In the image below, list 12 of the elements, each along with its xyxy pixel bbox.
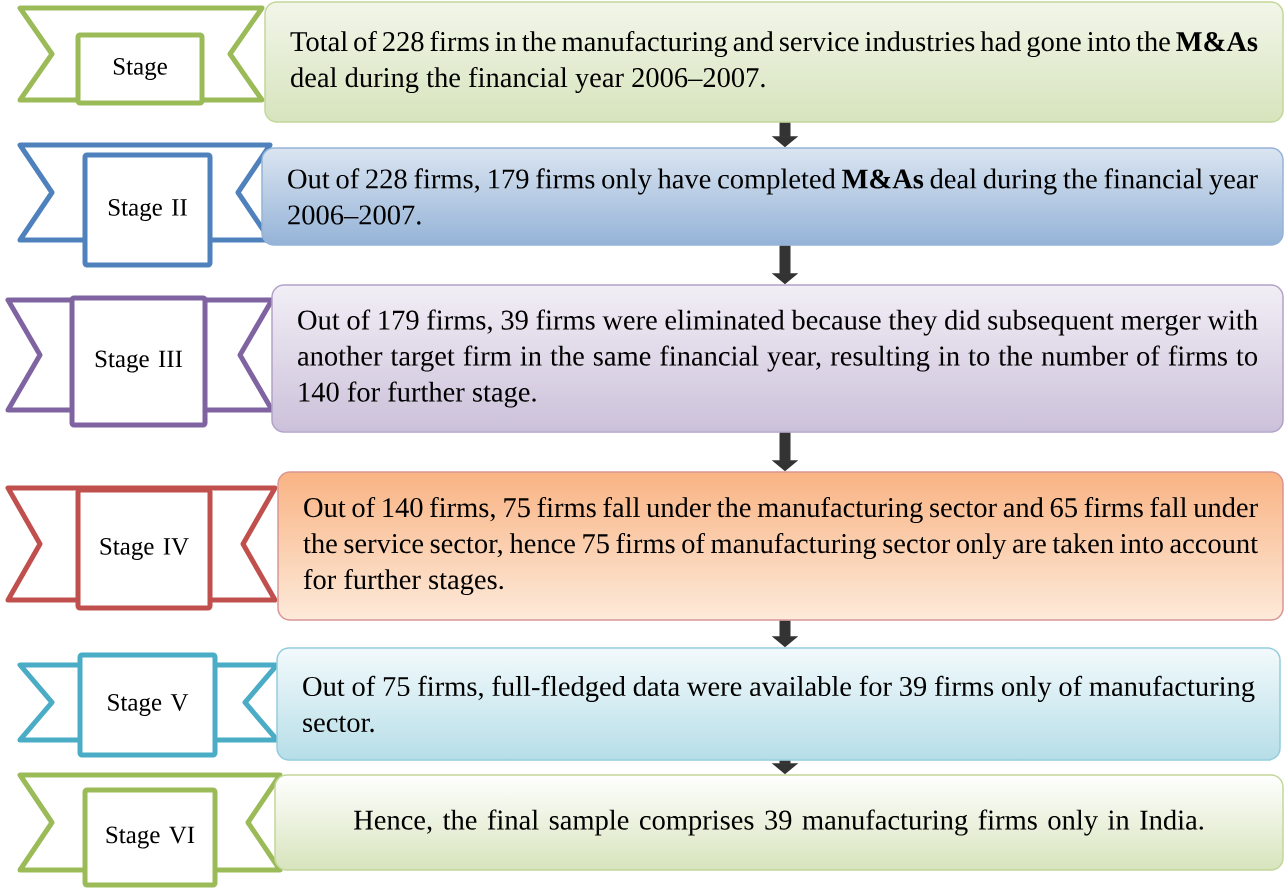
stage-ribbon: Stage II	[17, 142, 273, 268]
text-box: Out of 140 firms, 75 firms fall under the manufacturing sector and 65 firms fall under the service sector, hence 75 firms of manufacturing sector only are taken into account for further stages.	[277, 471, 1284, 621]
text-box: Hence, the final sample comprises 39 manufacturing firms only in India.	[274, 774, 1284, 871]
stage-ribbon: Stage IV	[5, 485, 278, 611]
stage-ribbon: Stage V	[17, 652, 280, 758]
stage-ribbon: Stage	[17, 5, 265, 106]
stage-ribbon: Stage III	[5, 295, 275, 428]
text-box: Out of 179 firms, 39 firms were eliminated because they did subsequent merger with another target firm in the same financial year, resulting in to the number of firms to 140 for further stage.	[271, 284, 1284, 433]
text-box: Total of 228 firms in the manufacturing and service industries had gone into the M&As deal during the financial year 2006–2007.	[264, 1, 1284, 123]
stage-ribbon: Stage VI	[17, 772, 283, 888]
text-box: Out of 228 firms, 179 firms only have completed M&As deal during the financial year 2006–2007.	[261, 147, 1284, 246]
text-box: Out of 75 firms, full-fledged data were available for 39 firms only of manufacturing sector.	[276, 647, 1281, 761]
